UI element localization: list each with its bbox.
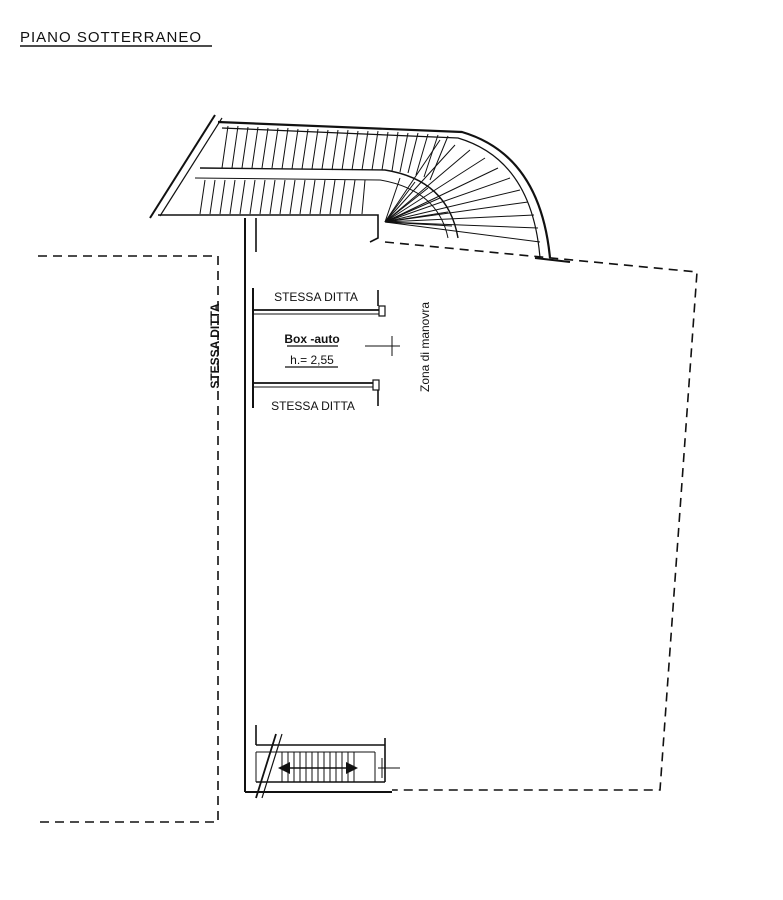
box-height-label: h.= 2,55: [290, 353, 334, 367]
box-name-label: Box -auto: [284, 332, 339, 346]
main-left-wall: [244, 218, 392, 793]
curved-staircase: [149, 114, 571, 263]
maneuver-zone-label: Zona di manovra: [418, 302, 432, 392]
box-bottom-neighbor-label: STESSA DITTA: [271, 399, 355, 413]
garage-box: STESSA DITTA Box -auto h.= 2,55 STESSA D…: [252, 288, 400, 413]
straight-staircase: [255, 725, 400, 799]
left-neighbor-label: STESSA DITTA: [208, 303, 222, 389]
plan-title-text: PIANO SOTTERRANEO: [20, 29, 202, 46]
left-neighbor-outline: [38, 255, 219, 823]
plan-title: PIANO SOTTERRANEO: [20, 29, 212, 47]
right-perimeter-outline: [384, 241, 698, 791]
box-top-neighbor-label: STESSA DITTA: [274, 290, 358, 304]
